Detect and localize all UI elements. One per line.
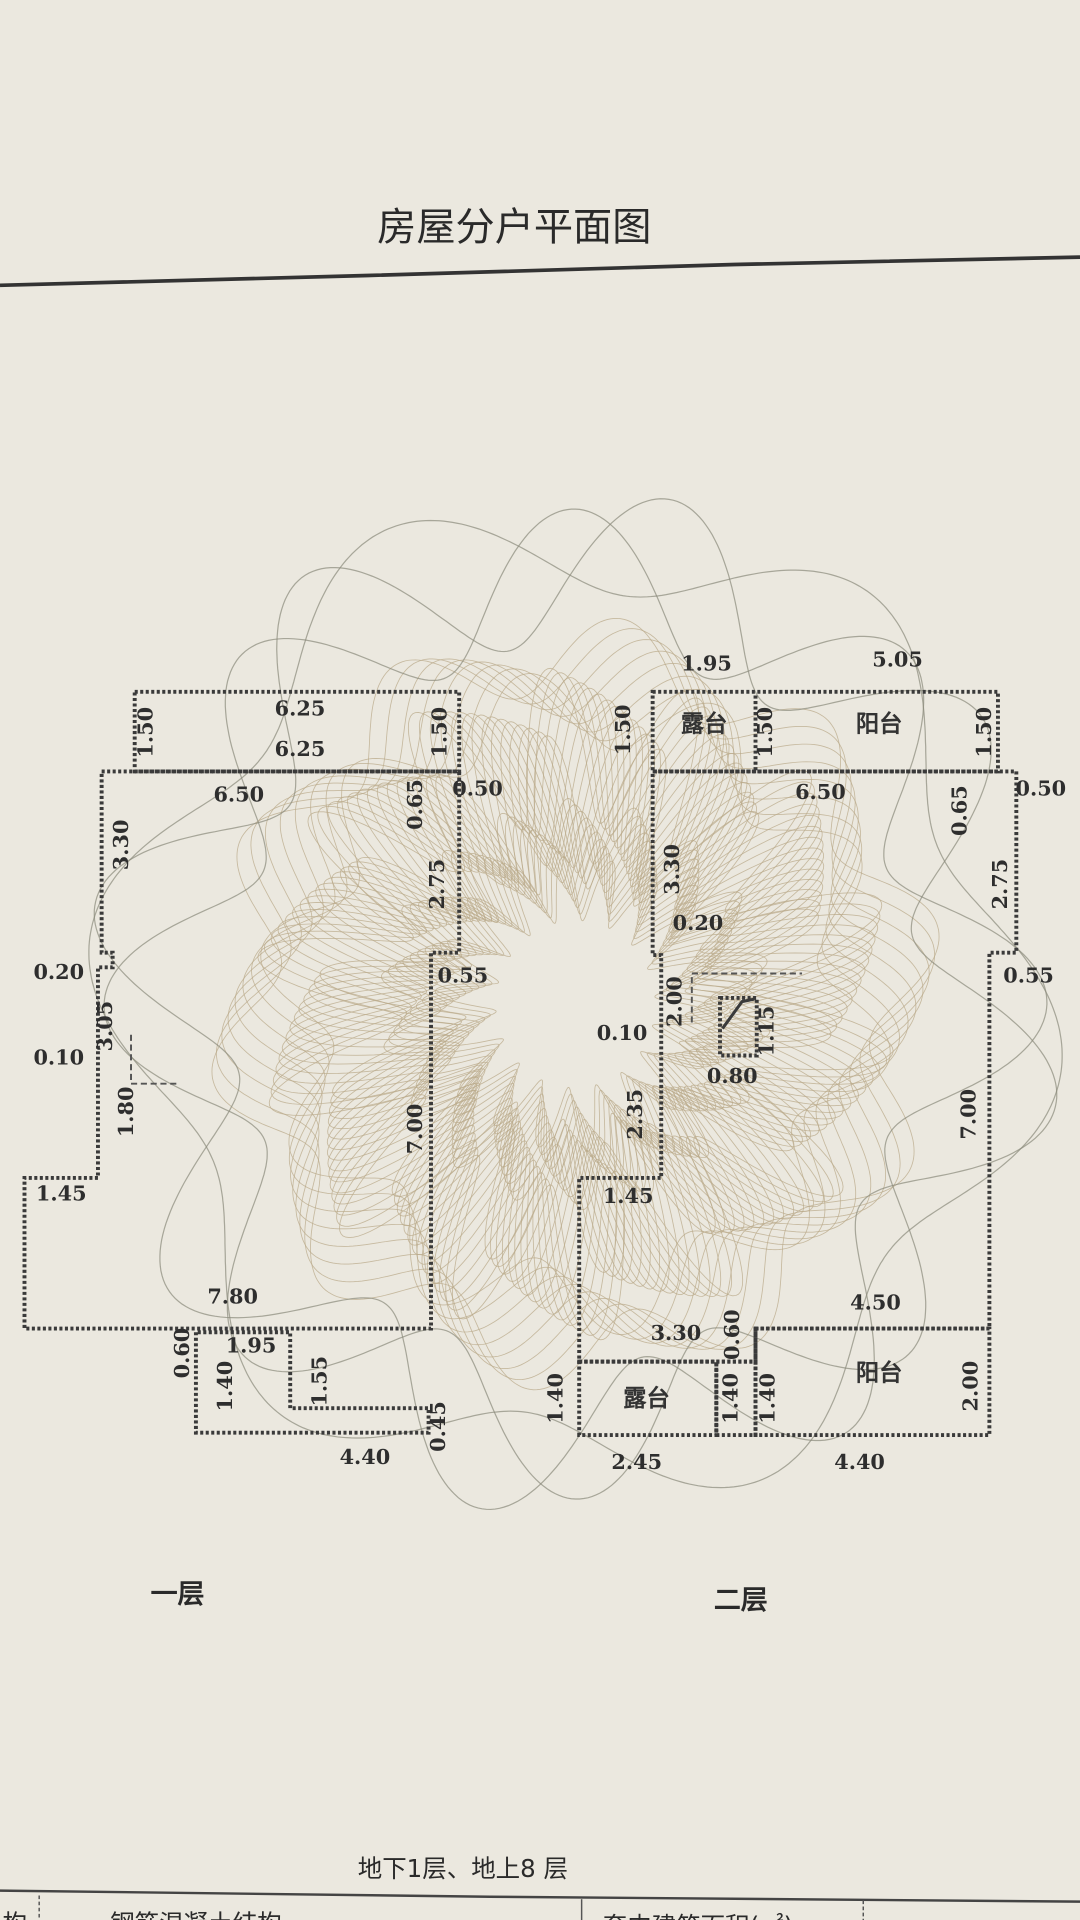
- dimension-label: 0.50: [452, 775, 503, 800]
- floor-1-balcony: [132, 689, 462, 774]
- guilloche-line: [298, 719, 853, 1289]
- page-title: 房屋分户平面图: [377, 206, 651, 251]
- floor-2-caption: 二层: [714, 1585, 768, 1616]
- dimension-label: 1.80: [113, 1087, 138, 1138]
- dimension-label: 1.45: [603, 1183, 654, 1208]
- dimension-label: 0.60: [719, 1309, 744, 1360]
- dimension-label: 1.40: [212, 1361, 237, 1412]
- guilloche-line: [422, 844, 729, 1164]
- guilloche-line: [393, 810, 758, 1198]
- dimension-label: 3.30: [108, 820, 133, 871]
- table-cell-area-label: 套内建筑面积(㎡): [603, 1911, 793, 1920]
- dimension-label: 2.75: [987, 859, 1012, 910]
- dimension-label: 1.95: [226, 1332, 277, 1357]
- dimension-label: 2.00: [958, 1361, 983, 1412]
- floor-1-caption: 一层: [151, 1579, 205, 1610]
- room-label-terrace: 露台: [623, 1385, 670, 1412]
- dimension-label: 0.80: [707, 1063, 758, 1088]
- table-cell-fragment: 构: [2, 1909, 26, 1920]
- dimension-label: 0.65: [402, 779, 427, 830]
- dimension-label: 2.00: [661, 976, 686, 1027]
- dimension-label: 0.10: [597, 1020, 648, 1045]
- dimension-label: 0.20: [33, 959, 84, 984]
- guilloche-watermark: [88, 498, 1063, 1511]
- dimension-label: 7.80: [207, 1283, 258, 1308]
- floor-2-plan: 露台 阳台 露台 阳台 1.95 5.05 1.50 1.50 1.50 6.5…: [543, 647, 1067, 1616]
- dimension-label: 1.95: [681, 650, 732, 675]
- dimension-label: 1.50: [426, 707, 451, 758]
- floor-1-plan: 1.50 6.25 6.25 1.50 6.50 0.65 0.50 3.30 …: [22, 689, 503, 1610]
- dimension-label: 0.60: [169, 1328, 194, 1379]
- dimension-label: 1.50: [132, 707, 157, 758]
- guilloche-line: [227, 650, 924, 1358]
- dimension-label: 0.10: [33, 1045, 84, 1070]
- guilloche-line: [215, 628, 936, 1381]
- dimension-label: 6.25: [275, 696, 326, 721]
- dimension-label: 4.40: [340, 1444, 391, 1469]
- guilloche-line: [380, 798, 771, 1211]
- dimension-label: 6.50: [795, 779, 846, 804]
- dimension-label: 1.45: [36, 1181, 87, 1206]
- guilloche-line: [221, 639, 930, 1370]
- guilloche-line: [416, 838, 735, 1170]
- dimension-label: 2.35: [622, 1089, 647, 1140]
- guilloche-line: [278, 687, 873, 1321]
- dimension-label: 3.05: [92, 1001, 117, 1052]
- table-cell-structure: 钢筋混凝土结构: [110, 1909, 281, 1920]
- guilloche-line: [303, 724, 848, 1284]
- dimension-label: 6.50: [213, 781, 264, 806]
- stair-diagonal: [721, 997, 755, 1030]
- guilloche-line: [242, 664, 909, 1344]
- dimension-label: 6.25: [275, 736, 326, 761]
- table-top-border: [0, 1889, 1080, 1903]
- room-label-balcony: 阳台: [856, 710, 903, 737]
- dimension-label: 1.50: [752, 707, 777, 758]
- guilloche-line: [313, 731, 838, 1277]
- guilloche-line: [257, 667, 894, 1341]
- dimension-label: 2.45: [611, 1449, 662, 1474]
- floors-note: 地下1层、地上8 层: [358, 1854, 568, 1883]
- dimension-label: 0.65: [947, 785, 972, 836]
- dimension-label: 5.05: [872, 647, 923, 672]
- dimension-label: 1.50: [610, 704, 635, 755]
- dimension-label: 1.40: [754, 1373, 779, 1424]
- title-underline: [0, 255, 1080, 288]
- dimension-label: 1.50: [971, 707, 996, 758]
- room-label-terrace: 露台: [681, 710, 728, 737]
- dimension-label: 7.00: [402, 1104, 427, 1155]
- guilloche-line: [260, 673, 891, 1335]
- dimension-label: 2.75: [424, 859, 449, 910]
- dimension-label: 0.55: [1003, 963, 1054, 988]
- guilloche-line: [103, 508, 1048, 1500]
- guilloche-line: [387, 804, 764, 1204]
- guilloche-line: [263, 672, 888, 1336]
- guilloche-line: [319, 735, 832, 1273]
- dimension-label: 1.40: [543, 1373, 568, 1424]
- dimension-label: 3.30: [651, 1320, 702, 1345]
- guilloche-line: [270, 677, 881, 1332]
- dimension-label: 1.40: [718, 1373, 743, 1424]
- dimension-label: 0.45: [425, 1401, 450, 1452]
- room-label-balcony: 阳台: [856, 1359, 903, 1386]
- floor-2-small-bay: [714, 1359, 758, 1438]
- floor-1-outline: [22, 769, 462, 1331]
- guilloche-line: [434, 856, 717, 1152]
- guilloche-line: [251, 668, 900, 1340]
- guilloche-line: [93, 498, 1058, 1511]
- guilloche-line: [308, 727, 843, 1281]
- dimension-label: 0.50: [1015, 775, 1066, 800]
- stair-guide: [690, 972, 803, 1023]
- dimension-label: 7.00: [955, 1089, 980, 1140]
- floor-1-bottom-annex: [193, 1330, 431, 1435]
- dimension-label: 0.55: [438, 963, 489, 988]
- dimension-label: 3.30: [659, 844, 684, 895]
- dimension-label: 1.55: [306, 1356, 331, 1407]
- dimension-label: 1.15: [753, 1006, 778, 1057]
- guilloche-line: [398, 817, 753, 1191]
- dimension-label: 4.50: [850, 1290, 901, 1315]
- dimension-label: 4.40: [834, 1449, 885, 1474]
- dimension-label: 0.20: [673, 910, 724, 935]
- floor-2-bottom-balcony: [753, 1326, 992, 1438]
